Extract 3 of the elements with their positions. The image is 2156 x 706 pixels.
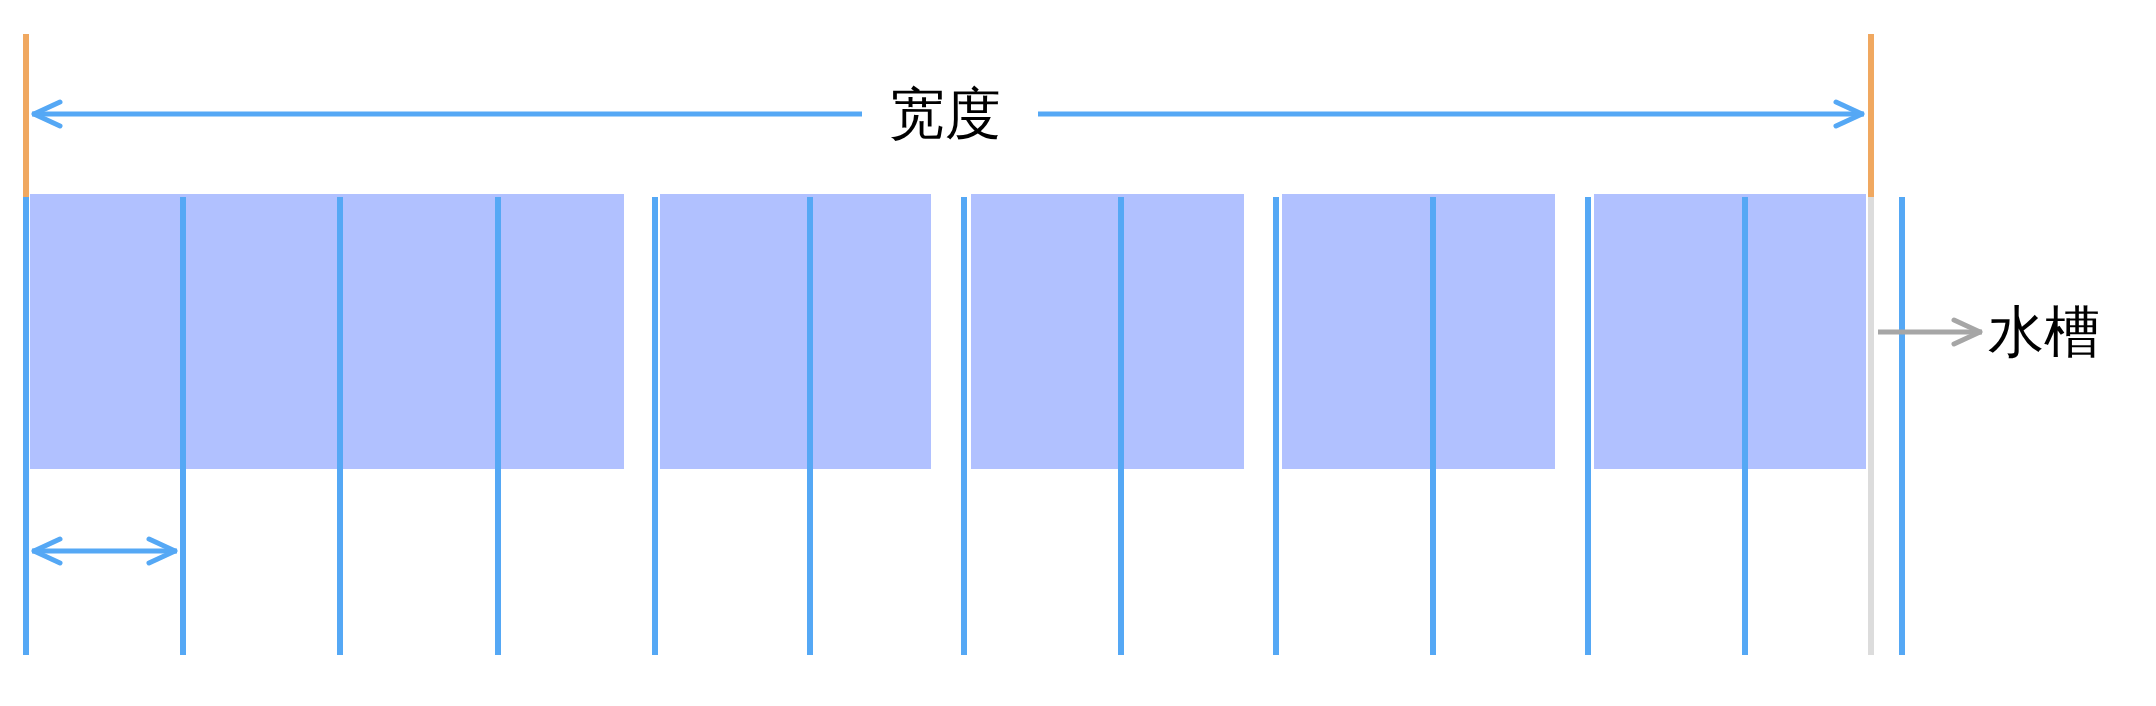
gutter-label: 水槽 [1988,300,2100,364]
leader-arrow [1878,317,1983,347]
dimension-label: 宽度 [889,82,1001,146]
